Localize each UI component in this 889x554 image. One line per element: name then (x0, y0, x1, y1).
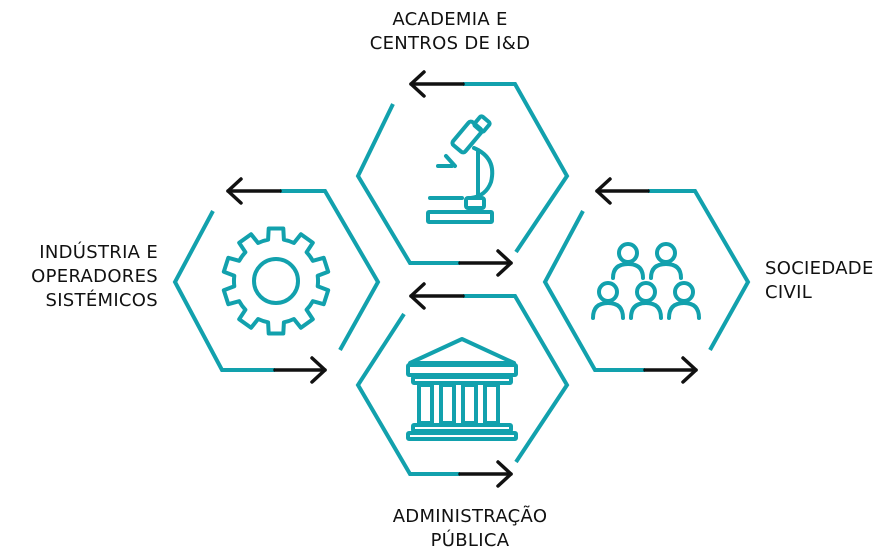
label-line: SISTÉMICOS (45, 290, 158, 311)
label-line: CIVIL (765, 282, 813, 303)
node-label-administracao: ADMINISTRAÇÃO PÚBLICA (320, 505, 620, 553)
arrow-left-administracao (409, 282, 465, 310)
arrow-right-sociedade (643, 356, 698, 384)
node-label-industria: INDÚSTRIA E OPERADORES SISTÉMICOS (0, 241, 158, 313)
arrow-right-academia (458, 249, 513, 277)
hexagon-industria (172, 189, 381, 372)
arrow-left-industria (226, 177, 282, 205)
hexagon-academia (355, 82, 570, 265)
label-line: INDÚSTRIA E (39, 242, 158, 263)
label-line: CENTROS DE I&D (369, 33, 531, 54)
label-line: ADMINISTRAÇÃO (392, 506, 548, 527)
node-label-sociedade: SOCIEDADE CIVIL (765, 257, 874, 305)
hexagon-administracao (355, 294, 570, 476)
arrow-right-industria (273, 356, 327, 384)
label-line: OPERADORES (31, 266, 158, 287)
arrow-left-sociedade (595, 177, 650, 205)
node-label-academia: ACADEMIA E CENTROS DE I&D (300, 8, 600, 56)
hexagon-sociedade (542, 189, 751, 372)
government-building-icon (406, 337, 518, 441)
label-line: SOCIEDADE (765, 258, 874, 279)
people-group-icon (591, 242, 701, 320)
microscope-icon (426, 114, 495, 224)
arrow-right-administracao (458, 460, 513, 488)
arrow-left-academia (409, 70, 465, 98)
label-line: ACADEMIA E (392, 9, 508, 30)
gear-icon (221, 226, 331, 336)
label-line: PÚBLICA (430, 530, 510, 551)
